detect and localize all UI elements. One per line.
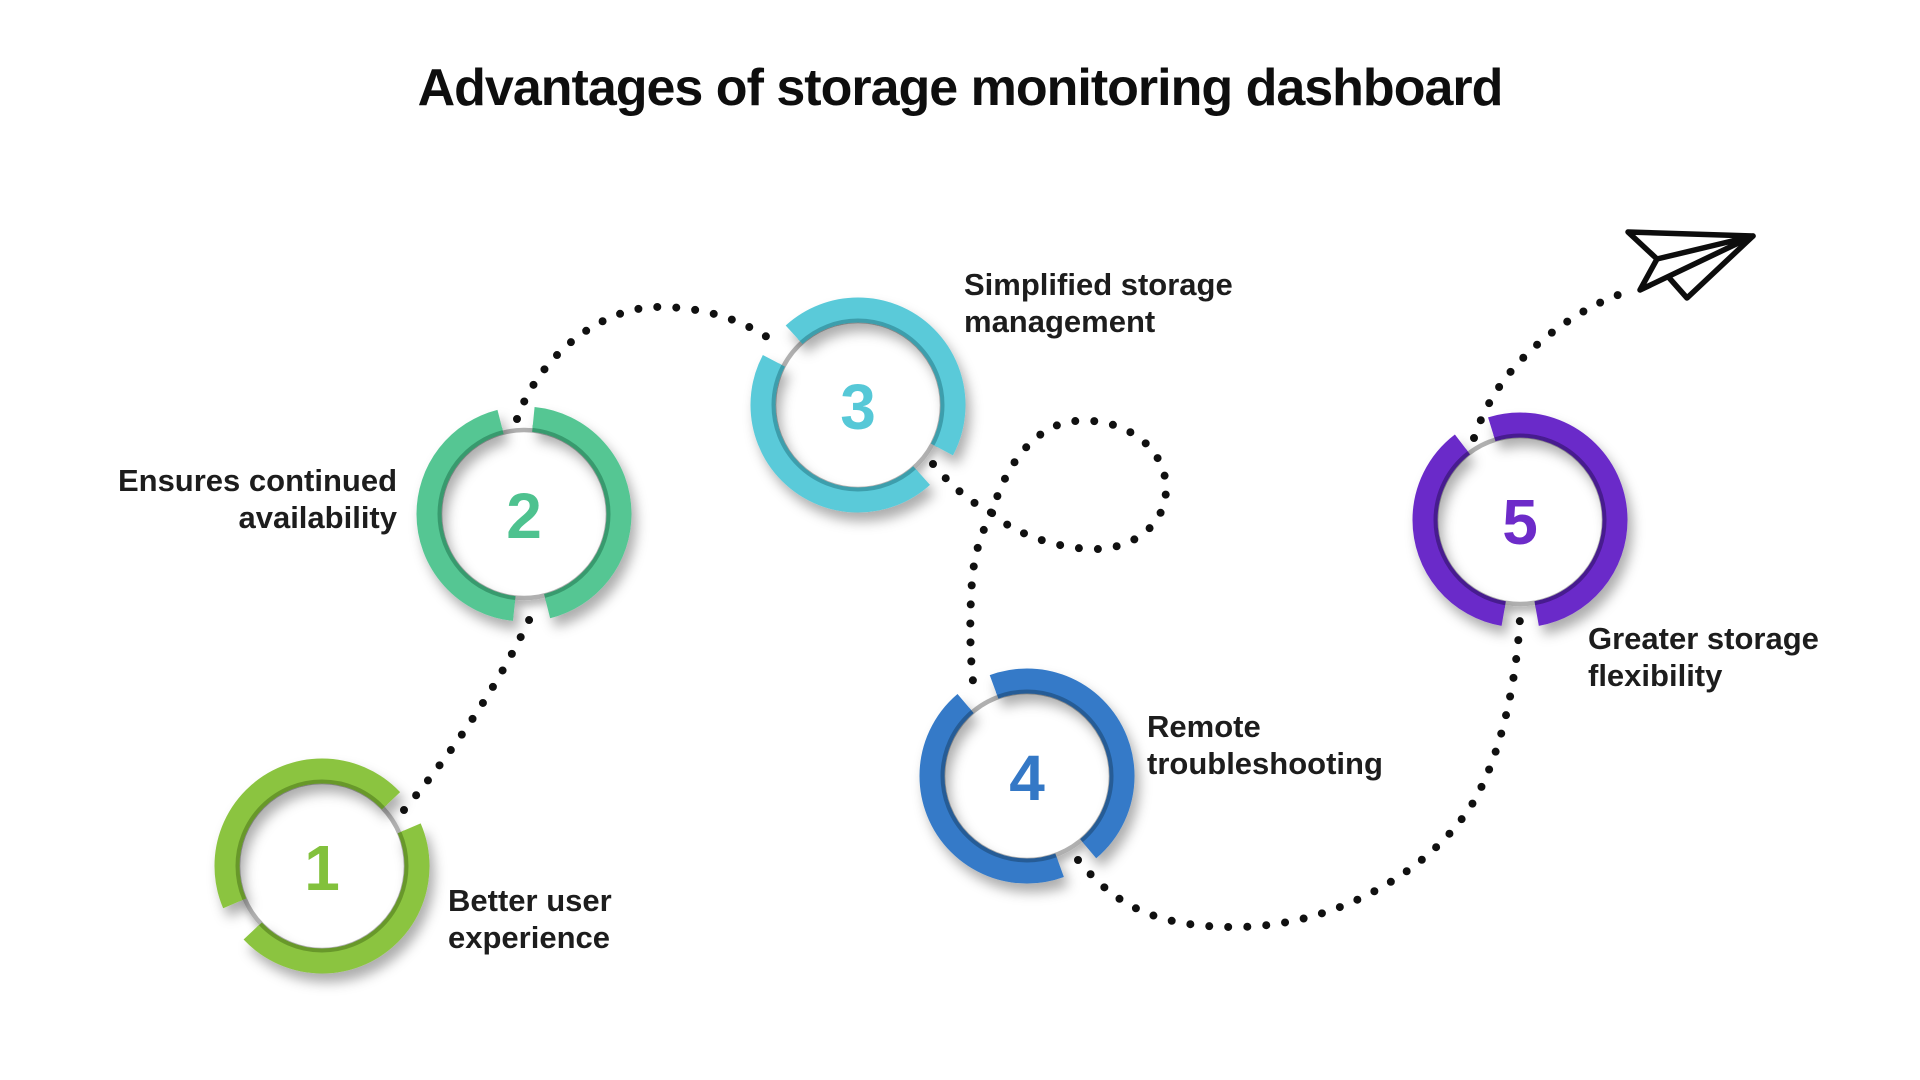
step-number-2: 2: [506, 480, 542, 552]
step-ring-1: 1: [214, 758, 430, 974]
ring-color-arc: [1412, 412, 1628, 628]
ring-color-arc: [919, 668, 1135, 884]
step-number-4: 4: [1009, 742, 1045, 814]
ring-color-arc: [214, 758, 430, 974]
dotted-connector-1-2: [400, 612, 535, 814]
step-label-5: Greater storage flexibility: [1588, 621, 1819, 693]
step-label-2: Ensures continued availability: [117, 463, 397, 535]
step-number-5: 5: [1502, 486, 1538, 558]
ring-bevel-arc: [937, 686, 1117, 866]
ring-color-arc: [416, 406, 632, 622]
step-number-3: 3: [840, 371, 876, 443]
dotted-connector-2-3: [513, 302, 785, 423]
step-ring-5: 5: [1412, 412, 1628, 628]
step-ring-4: 4: [919, 668, 1135, 884]
step-label-1: Better user experience: [448, 883, 612, 955]
ring-color-arc: [750, 297, 966, 513]
plane-body: [1628, 232, 1753, 290]
ring-bevel-arc: [232, 776, 412, 956]
paper-plane-icon: [1625, 229, 1756, 301]
step-label-3: Simplified storage management: [964, 267, 1233, 339]
ring-bevel-arc: [434, 424, 614, 604]
page-title: Advantages of storage monitoring dashboa…: [417, 59, 1504, 117]
step-ring-3: 3: [750, 297, 966, 513]
step-label-4: Remote troubleshooting: [1147, 709, 1383, 781]
step-ring-2: 2: [416, 406, 632, 622]
ring-bevel-arc: [1430, 430, 1610, 610]
step-number-1: 1: [304, 832, 340, 904]
dotted-connector-5-plane: [1470, 287, 1634, 442]
ring-bevel-arc: [768, 315, 948, 495]
plane-outline: [1625, 229, 1756, 293]
dotted-connector-3-4-loop: [929, 416, 1171, 701]
